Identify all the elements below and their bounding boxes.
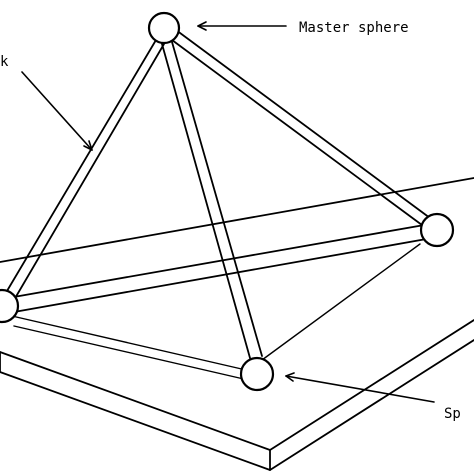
bottom-label-arrowhead bbox=[285, 372, 295, 382]
plate-top-right-edge bbox=[269, 319, 474, 451]
plate-top-back-edge bbox=[0, 177, 474, 263]
left-label-leader bbox=[21, 71, 93, 151]
plate-bottom-right-edge bbox=[269, 339, 474, 471]
bottom-partial-label: Sp bbox=[444, 406, 461, 422]
rod-front-b bbox=[171, 41, 263, 357]
rod-front-a bbox=[161, 43, 251, 359]
front-sphere bbox=[239, 356, 275, 392]
rod-right-b bbox=[171, 39, 427, 229]
leaders bbox=[21, 21, 435, 403]
rod-left-b bbox=[13, 43, 165, 301]
rods bbox=[3, 29, 431, 359]
master-sphere bbox=[147, 11, 181, 45]
pyramid-base-back bbox=[7, 223, 431, 299]
left-label-arrowhead bbox=[83, 140, 93, 151]
base-plate bbox=[0, 177, 474, 471]
plate-inner-line-front bbox=[11, 315, 247, 371]
rod-right-a bbox=[175, 29, 431, 219]
plate-top-front-edge bbox=[0, 351, 271, 451]
right-sphere bbox=[419, 212, 455, 248]
plate-bottom-front-edge bbox=[0, 371, 271, 471]
plate-inner-line-front-2 bbox=[13, 325, 249, 381]
spheres bbox=[0, 11, 455, 392]
pyramid-base-back-2 bbox=[13, 237, 433, 313]
left-sphere bbox=[0, 288, 20, 324]
rod-left-a bbox=[3, 39, 157, 297]
left-partial-label: k bbox=[0, 54, 9, 70]
master-sphere-arrowhead bbox=[197, 21, 207, 31]
plate-inner-line-right bbox=[261, 243, 421, 361]
bottom-label-leader bbox=[285, 375, 435, 403]
master-sphere-label: Master sphere bbox=[299, 20, 409, 36]
